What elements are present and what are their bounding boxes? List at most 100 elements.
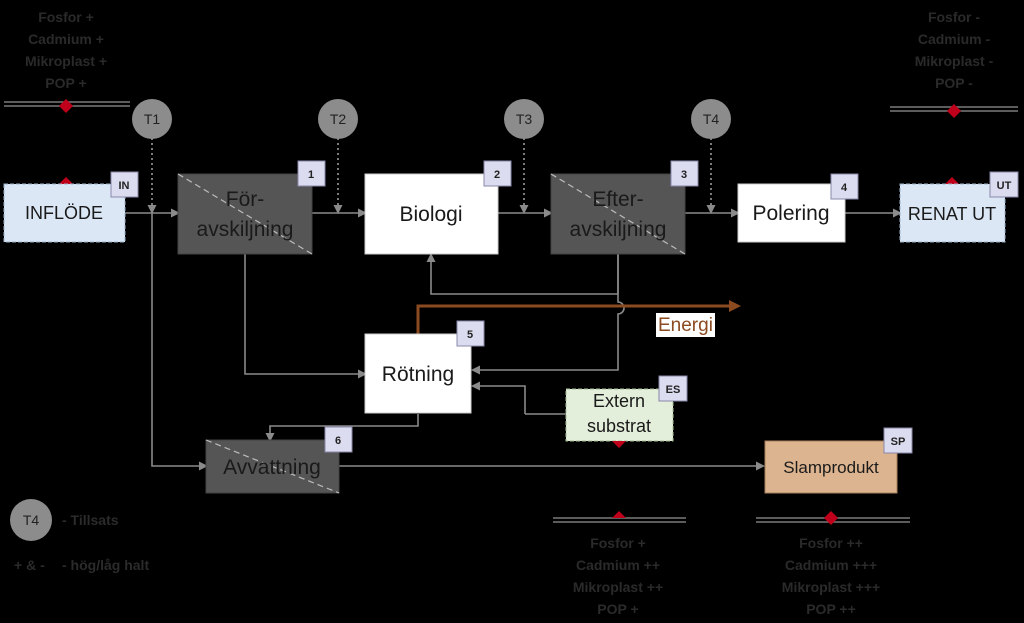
tag-box — [324, 426, 353, 453]
tag-box — [297, 160, 326, 187]
marker-triangle — [945, 177, 959, 184]
sludge-product-box: Slamprodukt SP — [764, 427, 913, 494]
dosing-circle — [318, 99, 358, 139]
inflow-label: INFLÖDE — [25, 203, 103, 223]
flow-5-to-6 — [265, 414, 419, 442]
process-rect — [364, 333, 472, 414]
dosing-point-t2: T2 — [318, 99, 358, 214]
dosing-label: T4 — [703, 111, 720, 127]
dosing-label: T2 — [330, 111, 347, 127]
dosing-point-t3: T3 — [504, 99, 544, 214]
substance-line: POP ++ — [806, 601, 856, 617]
external-label-line: substrat — [587, 416, 651, 436]
legend-level-symbol: + & - — [14, 557, 45, 573]
substance-line: Mikroplast ++ — [573, 579, 663, 595]
process-label-line: Polering — [752, 202, 829, 225]
process-label-line: Biologi — [399, 203, 462, 226]
dosing-label: T1 — [144, 111, 161, 127]
marker-diamond — [59, 99, 73, 113]
legend-dosing-circle — [10, 499, 52, 541]
substance-line: Mikroplast + — [25, 53, 107, 69]
process-label-line: Avvattning — [223, 456, 321, 479]
external-label-line: Extern — [593, 391, 645, 411]
tag-2: 2 — [494, 169, 500, 181]
dosing-point-t1: T1 — [132, 99, 172, 214]
tag-6: 6 — [335, 435, 341, 447]
process-1-foravskiljning: För- avskiljning 1 — [177, 160, 326, 255]
substance-line: Cadmium ++ — [576, 557, 660, 573]
legend: T4 - Tillsats + & - - hög/låg halt — [10, 499, 149, 573]
external-substances: Fosfor + Cadmium ++ Mikroplast ++ POP + — [553, 511, 686, 617]
marker-diamond — [824, 511, 838, 525]
sludge-1-to-5 — [244, 254, 367, 379]
energy-arrow — [416, 300, 741, 334]
dosing-circle — [691, 99, 731, 139]
process-label-line: För- — [226, 188, 265, 211]
return-3-to-2 — [426, 253, 619, 295]
external-substrate-box: Extern substrat ES — [565, 375, 688, 448]
energy-label: Energi — [658, 315, 713, 336]
tag-box — [989, 171, 1019, 198]
inflow-rect — [3, 183, 126, 243]
dosing-label: T3 — [516, 111, 533, 127]
outflow-rect — [899, 183, 1006, 243]
process-5-rotning: Rötning 5 — [364, 320, 485, 414]
tag-4: 4 — [841, 182, 848, 194]
marker-triangle — [612, 441, 626, 448]
substance-line: Mikroplast - — [915, 53, 994, 69]
legend-dosing-symbol: T4 — [23, 512, 40, 528]
substance-line: Mikroplast +++ — [782, 579, 880, 595]
diagonal-divider — [205, 439, 340, 494]
process-2-biologi: Biologi 2 — [364, 160, 512, 255]
process-3-efteravskiljning: Efter- avskiljning 3 — [550, 160, 699, 255]
marker-diamond — [947, 104, 961, 118]
tag-box — [883, 427, 913, 454]
substance-line: Fosfor + — [590, 535, 646, 551]
tag-es: ES — [666, 384, 681, 396]
process-label-line: avskiljning — [570, 218, 667, 241]
substance-line: POP + — [597, 601, 638, 617]
tag-box — [830, 173, 859, 200]
sludge-rect — [764, 440, 898, 494]
marker-triangle — [612, 511, 626, 518]
process-rect — [364, 173, 499, 255]
process-rect — [737, 183, 846, 243]
tag-box — [456, 320, 485, 347]
sludge-substances: Fosfor ++ Cadmium +++ Mikroplast +++ POP… — [756, 511, 910, 617]
substance-line: Fosfor - — [928, 9, 980, 25]
legend-dosing-text: - Tillsats — [62, 512, 119, 528]
substance-line: POP + — [45, 75, 86, 91]
substance-line: Cadmium + — [28, 31, 104, 47]
tag-box — [658, 375, 688, 402]
tag-3: 3 — [681, 169, 687, 181]
substance-line: Cadmium - — [918, 31, 991, 47]
dosing-point-t4: T4 — [691, 99, 731, 214]
legend-level-text: - hög/låg halt — [62, 557, 149, 573]
tag-5: 5 — [467, 329, 473, 341]
outflow-substances: Fosfor - Cadmium - Mikroplast - POP - — [890, 9, 1018, 118]
energy-label-bg — [656, 313, 715, 337]
outflow-label: RENAT UT — [908, 204, 996, 224]
tag-box — [483, 160, 512, 187]
sludge-3-to-5 — [471, 254, 625, 375]
process-label-line: avskiljning — [197, 218, 294, 241]
external-rect — [565, 388, 674, 442]
inflow-substances: Fosfor + Cadmium + Mikroplast + POP + — [4, 9, 130, 113]
process-4-polering: Polering 4 — [737, 173, 859, 243]
process-label-line: Efter- — [592, 188, 643, 211]
reject-water-to-6 — [151, 208, 208, 471]
tag-sp: SP — [891, 436, 906, 448]
substance-line: POP - — [935, 75, 973, 91]
diagonal-divider — [550, 173, 686, 255]
dosing-circle — [504, 99, 544, 139]
diagonal-divider — [177, 173, 313, 255]
tag-in: IN — [119, 180, 130, 192]
substance-line: Fosfor + — [38, 9, 94, 25]
process-label-line: Rötning — [382, 363, 454, 386]
outflow-box: RENAT UT UT — [899, 171, 1019, 243]
substance-line: Cadmium +++ — [785, 557, 877, 573]
tag-1: 1 — [308, 169, 314, 181]
flow-es-to-5 — [471, 381, 526, 414]
sludge-label: Slamprodukt — [783, 458, 879, 477]
